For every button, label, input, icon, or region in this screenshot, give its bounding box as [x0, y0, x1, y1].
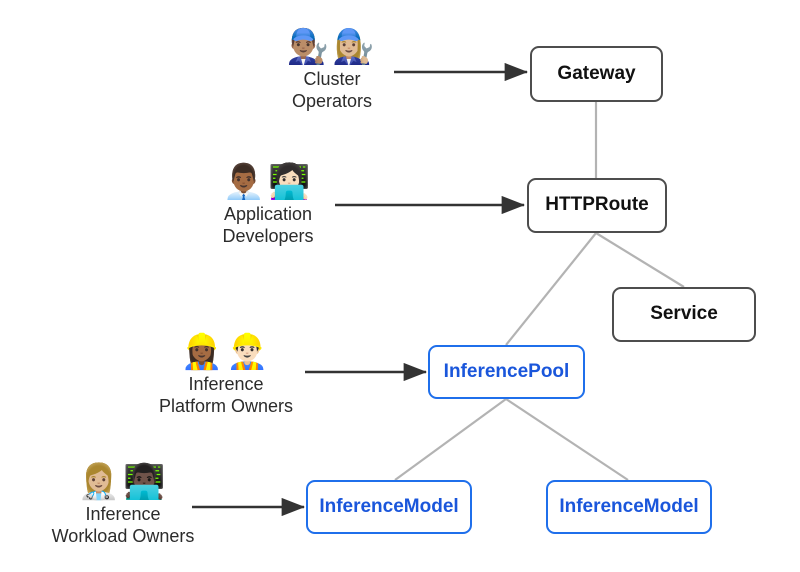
persona-label: Application Developers	[222, 204, 314, 246]
persona-application-developers: 👨🏾‍💼👩🏻‍💻Application Developers	[153, 165, 383, 248]
man-mechanic-icon-and-woman-mechanic-icon: 👨🏽‍🔧👩🏼‍🔧	[286, 27, 378, 67]
node-httproute[interactable]: HTTPRoute	[527, 178, 667, 233]
man-office-worker-icon-and-woman-technologist-icon: 👨🏾‍💼👩🏻‍💻	[222, 162, 314, 202]
edge-httproute-to-inferencepool	[505, 232, 597, 346]
node-inferencepool[interactable]: InferencePool	[428, 345, 585, 399]
node-label: Gateway	[557, 62, 636, 84]
node-service[interactable]: Service	[612, 287, 756, 342]
persona-inference-workload-owners: 👩🏼‍⚕️👨🏿‍💻Inference Workload Owners	[8, 465, 238, 548]
persona-arrows	[192, 62, 529, 517]
woman-construction-worker-icon-and-man-construction-worker-icon: 👷🏾‍♀️👷🏻‍♂️	[180, 332, 272, 372]
persona-label: Cluster Operators	[291, 69, 373, 111]
node-inferencemodel-left[interactable]: InferenceModel	[306, 480, 472, 534]
node-gateway[interactable]: Gateway	[530, 46, 663, 102]
node-label: InferencePool	[443, 360, 570, 382]
node-label: Service	[650, 303, 718, 325]
edge-inferencepool-to-inferencemodel-left	[394, 398, 507, 481]
edge-inferencepool-to-inferencemodel-right	[505, 398, 629, 481]
node-label: HTTPRoute	[545, 194, 649, 216]
node-label: InferenceModel	[559, 495, 699, 517]
woman-health-worker-icon-and-man-technologist-icon: 👩🏼‍⚕️👨🏿‍💻	[77, 462, 169, 502]
node-label: InferenceModel	[319, 495, 459, 517]
relationship-edges	[394, 102, 685, 481]
edge-httproute-to-service	[595, 232, 685, 288]
node-inferencemodel-right[interactable]: InferenceModel	[546, 480, 712, 534]
persona-cluster-operators: 👨🏽‍🔧👩🏼‍🔧Cluster Operators	[217, 30, 447, 113]
persona-inference-platform-owners: 👷🏾‍♀️👷🏻‍♂️Inference Platform Owners	[111, 335, 341, 418]
persona-label: Inference Platform Owners	[158, 374, 294, 416]
persona-label: Inference Workload Owners	[51, 504, 195, 546]
